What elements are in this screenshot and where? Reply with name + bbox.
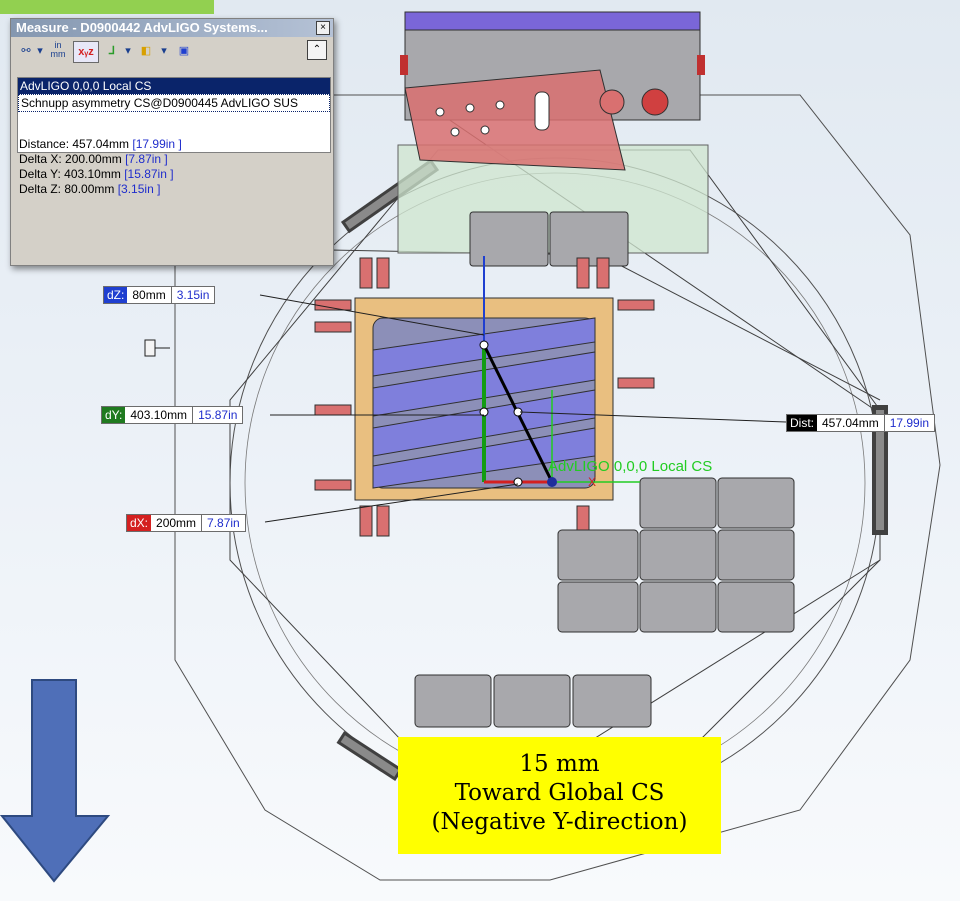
mount-block-group-right xyxy=(557,477,795,633)
clamp xyxy=(576,257,590,289)
delta-y-result: Delta Y: 403.10mm [15.87in ] xyxy=(19,167,174,181)
side-fixture xyxy=(144,339,156,357)
close-button[interactable]: × xyxy=(316,21,330,35)
selection-filter-icon[interactable]: ◧ xyxy=(140,45,152,57)
clamp xyxy=(617,377,655,389)
measure-toolbar: ⚯ ▾ in mm xᵧz ⅃ ▾ ◧ ▾ ▣ ⌃ xyxy=(11,37,333,65)
measure-title-bar[interactable]: Measure - D0900442 AdvLIGO Systems... × xyxy=(11,19,333,37)
chevron-down-icon[interactable]: ▾ xyxy=(161,45,167,57)
local-cs-origin xyxy=(547,477,557,487)
clamp xyxy=(376,257,390,289)
hole xyxy=(465,103,475,113)
measure-window[interactable]: Measure - D0900442 AdvLIGO Systems... × … xyxy=(10,18,334,266)
construction-line xyxy=(609,259,881,401)
collapse-button[interactable]: ⌃ xyxy=(307,40,327,60)
callout-box: 15 mm Toward Global CS (Negative Y-direc… xyxy=(398,737,721,854)
x-axis-letter: X xyxy=(588,475,596,489)
clamp xyxy=(314,321,352,333)
clamp xyxy=(617,299,655,311)
hole xyxy=(450,127,460,137)
down-arrow-icon xyxy=(0,679,111,883)
hole xyxy=(495,100,505,110)
selection-item[interactable]: AdvLIGO 0,0,0 Local CS xyxy=(18,78,330,94)
top-assembly-tab-right xyxy=(697,55,705,75)
distance-result: Distance: 457.04mm [17.99in ] xyxy=(19,137,182,151)
dx-label: dX: 200mm 7.87in xyxy=(126,514,246,532)
delta-z-result: Delta Z: 80.00mm [3.15in ] xyxy=(19,182,161,196)
top-assembly-knob xyxy=(641,88,669,116)
point-coordinates-icon[interactable]: ⅃ xyxy=(108,45,116,57)
measure-point xyxy=(479,407,489,417)
dx-leader xyxy=(264,483,519,523)
measure-point xyxy=(479,340,489,350)
save-icon[interactable]: ▣ xyxy=(178,45,190,57)
accent-bar xyxy=(0,0,214,14)
hole xyxy=(435,107,445,117)
mount-block-group-bottom xyxy=(414,674,652,728)
chevron-down-icon[interactable]: ▾ xyxy=(37,45,43,57)
arc-options-icon[interactable]: ⚯ xyxy=(21,45,31,57)
xyz-delta-icon[interactable]: xᵧz xyxy=(73,41,99,63)
selection-item[interactable]: Schnupp asymmetry CS@D0900445 AdvLIGO SU… xyxy=(18,94,330,112)
clamp xyxy=(376,505,390,537)
dz-label: dZ: 80mm 3.15in xyxy=(103,286,216,304)
clamp xyxy=(314,479,352,491)
top-assembly-tab-left xyxy=(400,55,408,75)
local-cs-label: AdvLIGO 0,0,0 Local CS xyxy=(548,458,713,475)
units-button[interactable]: in mm xyxy=(50,40,66,59)
dist-leader xyxy=(519,411,787,423)
measure-results: Distance: 457.04mm [17.99in ] Delta X: 2… xyxy=(19,137,182,197)
clamp xyxy=(359,257,373,289)
clamp xyxy=(596,257,610,289)
delta-x-result: Delta X: 200.00mm [7.87in ] xyxy=(19,152,168,166)
measure-title: Measure - D0900442 AdvLIGO Systems... xyxy=(16,20,268,35)
dz-leader xyxy=(259,294,485,336)
top-mount-block xyxy=(469,211,549,267)
callout-line: (Negative Y-direction) xyxy=(431,809,688,835)
top-assembly-purple-bar xyxy=(404,11,701,33)
top-assembly-slot xyxy=(534,91,550,131)
hole xyxy=(480,125,490,135)
top-assembly-knob xyxy=(599,89,625,115)
clamp xyxy=(314,404,352,416)
dy-label: dY: 403.10mm 15.87in xyxy=(101,406,244,424)
callout-line: Toward Global CS xyxy=(454,780,665,806)
side-bar-left-bottom xyxy=(336,731,403,782)
side-bar-right-inner xyxy=(876,410,884,530)
dist-label: Dist: 457.04mm 17.99in xyxy=(786,414,936,432)
clamp xyxy=(359,505,373,537)
selection-list[interactable]: AdvLIGO 0,0,0 Local CS Schnupp asymmetry… xyxy=(17,77,331,153)
top-assembly-red-plate xyxy=(404,69,626,171)
chevron-down-icon[interactable]: ▾ xyxy=(125,45,131,57)
callout-line: 15 mm xyxy=(519,751,600,777)
